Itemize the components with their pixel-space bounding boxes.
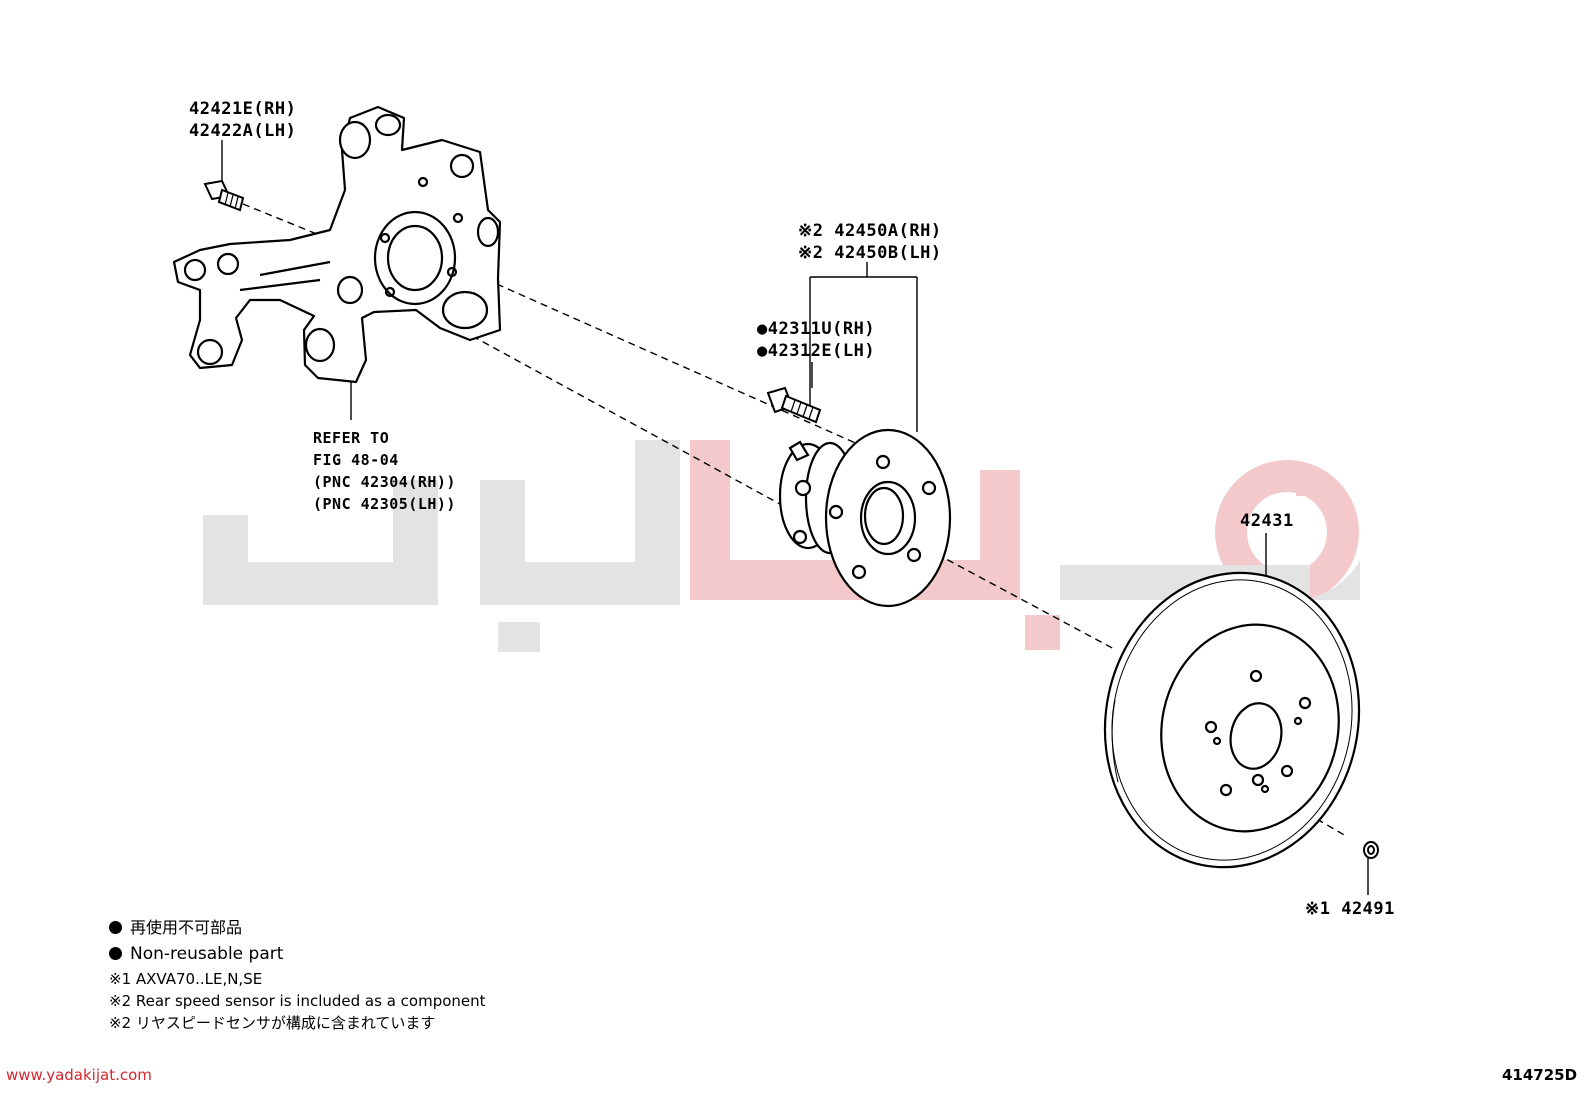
website-link[interactable]: www.yadakijat.com [6,1066,152,1084]
refer-to-label: REFER TO [313,429,390,447]
knuckle-bolt-rh-label: 42421E(RH) [189,99,297,119]
hub-assembly-rh-label: ※2 42450A(RH) [798,221,942,241]
hub-bolt-rh-label: ●42311U(RH) [757,319,876,339]
figure-id: 414725D [1502,1066,1578,1084]
brake-disc-label: 42431 [1240,511,1294,531]
steering-knuckle-drawing [172,105,502,384]
knuckle-bolt-lh-label: 42422A(LH) [189,121,297,141]
refer-pnc-lh-label: (PNC 42305(LH)) [313,495,456,513]
refer-fig-label: FIG 48-04 [313,451,399,469]
legend-non-reusable-jp: 再使用不可部品 [109,917,242,939]
legend-non-reusable-en: Non-reusable part [109,943,283,965]
hub-assembly-lh-label: ※2 42450B(LH) [798,243,942,263]
disc-screw-drawing [1363,841,1379,859]
disc-screw-label: ※1 42491 [1305,899,1395,919]
leader-lines [221,140,1369,895]
legend-non-reusable-jp-text: 再使用不可部品 [130,918,243,937]
hub-bearing-drawing [778,428,952,608]
legend-note-2-en: ※2 Rear speed sensor is included as a co… [109,992,486,1010]
legend-note-1: ※1 AXVA70..LE,N,SE [109,970,263,988]
knuckle-bolt-drawing [203,179,245,212]
legend-note-2-jp: ※2 リヤスピードセンサが構成に含まれています [109,1014,436,1032]
hub-bolt-lh-label: ●42312E(LH) [757,341,876,361]
filled-circle-icon [109,947,122,960]
legend-non-reusable-en-text: Non-reusable part [130,944,284,964]
hub-bolt-drawing [766,386,822,424]
refer-pnc-rh-label: (PNC 42304(RH)) [313,473,456,491]
brake-disc-drawing [1103,571,1361,869]
filled-circle-icon [109,921,122,934]
